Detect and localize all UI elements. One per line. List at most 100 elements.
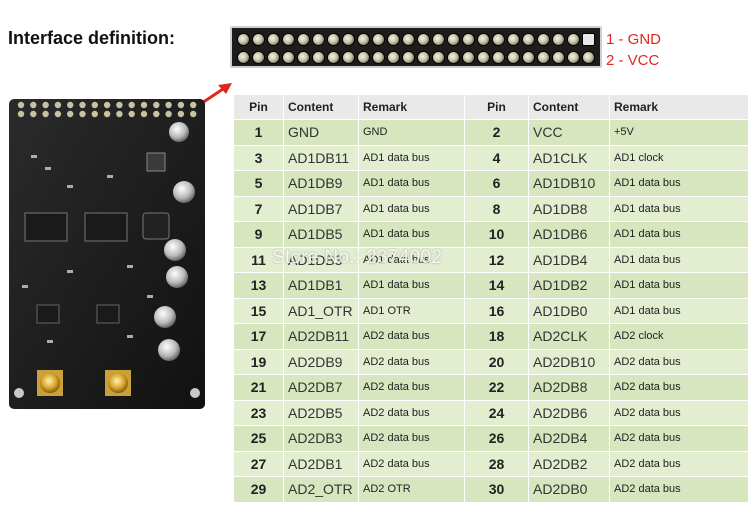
header-pin-icon <box>253 34 264 45</box>
pin-remark: AD1 OTR <box>358 297 465 324</box>
inductor <box>142 212 170 240</box>
pin-remark: AD2 data bus <box>358 348 465 375</box>
pin-remark: GND <box>358 119 465 146</box>
board-header-pin-icon <box>54 110 62 118</box>
pin-remark: AD1 data bus <box>358 246 465 273</box>
capacitor <box>158 339 180 361</box>
pin-number: 12 <box>464 246 529 273</box>
header-pin-icon <box>418 52 429 63</box>
pin-number: 27 <box>233 450 284 477</box>
header-pin-icon <box>493 34 504 45</box>
pin-number: 16 <box>464 297 529 324</box>
header-remark: Remark <box>609 94 749 120</box>
board-header-pin-icon <box>103 101 111 109</box>
header-pin-icon <box>478 34 489 45</box>
pin-content: AD1DB4 <box>528 246 610 273</box>
sma-connector-icon <box>40 373 60 393</box>
header-pin-icon <box>328 34 339 45</box>
header-pin-icon <box>268 34 279 45</box>
header-pin-icon <box>538 52 549 63</box>
pin-content: AD1DB7 <box>283 195 359 222</box>
pin-remark: AD1 data bus <box>609 195 749 222</box>
pin-number: 13 <box>233 272 284 299</box>
pin-remark: AD2 data bus <box>358 425 465 452</box>
pin-content: AD2CLK <box>528 323 610 350</box>
pin-content: AD2DB9 <box>283 348 359 375</box>
pin-content: AD2DB0 <box>528 476 610 503</box>
board-header-pin-icon <box>153 101 160 109</box>
header-pin-icon <box>283 34 294 45</box>
pin-content: AD2DB5 <box>283 399 359 426</box>
board-header-pin-icon <box>103 110 111 118</box>
board-header-pin-icon <box>67 101 74 109</box>
header-pin-icon <box>433 34 444 45</box>
board-header-pin-icon <box>177 110 185 118</box>
header-pin-icon <box>388 34 399 45</box>
header-pin-icon <box>268 52 279 63</box>
pin-number: 17 <box>233 323 284 350</box>
pin-content: AD2DB10 <box>528 348 610 375</box>
pin-remark: AD2 data bus <box>609 399 749 426</box>
pin-number: 19 <box>233 348 284 375</box>
mounting-hole <box>190 388 200 398</box>
board-header-pin-icon <box>153 110 160 118</box>
header-pin-icon <box>343 34 354 45</box>
pin-remark: AD2 data bus <box>358 374 465 401</box>
board-header-pin-icon <box>67 110 74 118</box>
header-pin-icon <box>373 52 384 63</box>
table-header-row: Pin Content Remark Pin Content Remark <box>233 94 749 120</box>
pin-remark: AD2 data bus <box>609 476 749 503</box>
pin-content: AD2DB1 <box>283 450 359 477</box>
pin-number: 21 <box>233 374 284 401</box>
pin-number: 7 <box>233 195 284 222</box>
header-pin-icon <box>493 52 504 63</box>
header-pin-icon <box>298 34 309 45</box>
board-header-pin-icon <box>54 101 62 109</box>
pin-content: AD2DB6 <box>528 399 610 426</box>
header-pin-icon <box>238 34 249 45</box>
pin-remark: +5V <box>609 119 749 146</box>
pin-content: AD1CLK <box>528 144 610 171</box>
pin-remark: AD2 data bus <box>358 450 465 477</box>
pin-content: AD1DB10 <box>528 170 610 197</box>
header-pin-icon <box>523 52 534 63</box>
store-watermark: Store No.: 2374002 <box>272 247 443 268</box>
pin-number: 26 <box>464 425 529 452</box>
board-header-pin-icon <box>30 110 37 118</box>
header-pin-icon <box>568 34 579 45</box>
board-header-pin-icon <box>79 101 86 109</box>
pin-content: AD2DB8 <box>528 374 610 401</box>
header-pin-icon <box>298 52 309 63</box>
regulator-chip <box>146 152 166 172</box>
pin-remark: AD2 data bus <box>609 348 749 375</box>
board-header-pin-icon <box>116 101 123 109</box>
board-header-pin-icon <box>140 110 148 118</box>
pin-content: AD1DB1 <box>283 272 359 299</box>
pin-remark: AD1 data bus <box>609 221 749 248</box>
header-pin-icon <box>328 52 339 63</box>
header-pin: Pin <box>464 94 529 120</box>
pin-content: AD1DB9 <box>283 170 359 197</box>
pin-remark: AD2 data bus <box>609 374 749 401</box>
header-pin-icon <box>358 34 369 45</box>
board-header-pin-icon <box>190 101 197 109</box>
adc-board-photo <box>9 99 205 409</box>
header-pin-icon <box>373 34 384 45</box>
header-pin-icon <box>583 34 594 45</box>
adc-chip <box>84 212 128 242</box>
header-pin-icon <box>553 34 564 45</box>
pin-number: 20 <box>464 348 529 375</box>
board-pin-header <box>17 101 197 118</box>
pin-content: AD2DB7 <box>283 374 359 401</box>
capacitor <box>164 239 186 261</box>
header-pin-icon <box>568 52 579 63</box>
pin-number: 8 <box>464 195 529 222</box>
